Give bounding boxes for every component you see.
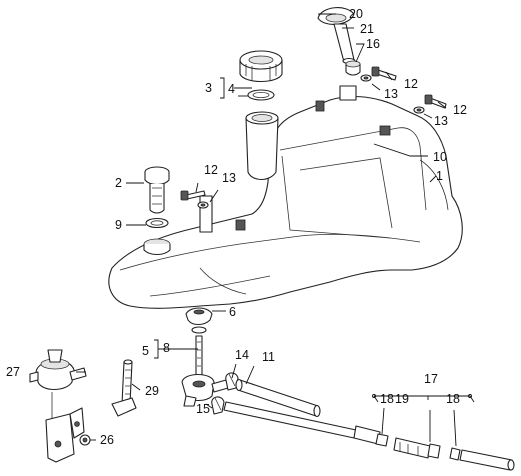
callout-19: 19: [395, 392, 409, 406]
callout-15: 15: [196, 402, 210, 416]
callout-26: 26: [100, 433, 114, 447]
breather-vent: [317, 7, 355, 25]
callout-29: 29: [145, 384, 159, 398]
cap-plug: [345, 60, 361, 76]
callout-13c: 13: [222, 171, 236, 185]
callout-3: 3: [205, 81, 212, 95]
breather-tube: [333, 23, 356, 65]
callout-5: 5: [142, 344, 149, 358]
callout-12b: 12: [453, 103, 467, 117]
callout-12c: 12: [204, 163, 218, 177]
callout-6: 6: [229, 305, 236, 319]
washer: [197, 201, 209, 209]
callout-labels: 20 21 16 12 13 12 13 10 1 3 4 2 12 13 9 …: [6, 7, 467, 447]
screw: [371, 66, 397, 81]
hose-clip: [211, 396, 225, 415]
bracket-clamp: [45, 407, 85, 463]
cap-seal: [247, 89, 275, 101]
callout-21: 21: [360, 22, 374, 36]
callout-14: 14: [235, 348, 249, 362]
callout-13b: 13: [434, 114, 448, 128]
callout-9: 9: [115, 218, 122, 232]
washer: [413, 106, 425, 114]
callout-11: 11: [262, 350, 275, 364]
callout-12a: 12: [404, 77, 418, 91]
fuel-tank: [108, 85, 463, 309]
fuel-tap: [181, 335, 229, 407]
fuel-level-sender: [144, 166, 170, 214]
screw: [180, 190, 206, 201]
callout-16: 16: [366, 37, 380, 51]
gasket: [185, 307, 213, 334]
fuel-filter: [111, 359, 137, 417]
washer: [79, 434, 91, 446]
callout-8: 8: [163, 341, 170, 355]
callout-18b: 18: [446, 392, 460, 406]
filler-cap: [239, 50, 283, 83]
fuel-pipe-assembly: [223, 401, 515, 471]
callout-27: 27: [6, 365, 20, 379]
callout-2: 2: [115, 176, 122, 190]
callout-13a: 13: [384, 87, 398, 101]
callout-1: 1: [436, 169, 443, 183]
fuel-pump: [29, 349, 87, 420]
screw: [424, 94, 447, 109]
callout-17: 17: [424, 372, 438, 386]
sender-seal: [145, 217, 169, 229]
callout-4: 4: [228, 82, 235, 96]
callout-18a: 18: [380, 392, 394, 406]
leader-lines: [76, 13, 475, 447]
callout-10: 10: [433, 150, 447, 164]
washer: [360, 74, 372, 82]
callout-20: 20: [349, 7, 363, 21]
fuel-hose: [235, 378, 321, 418]
